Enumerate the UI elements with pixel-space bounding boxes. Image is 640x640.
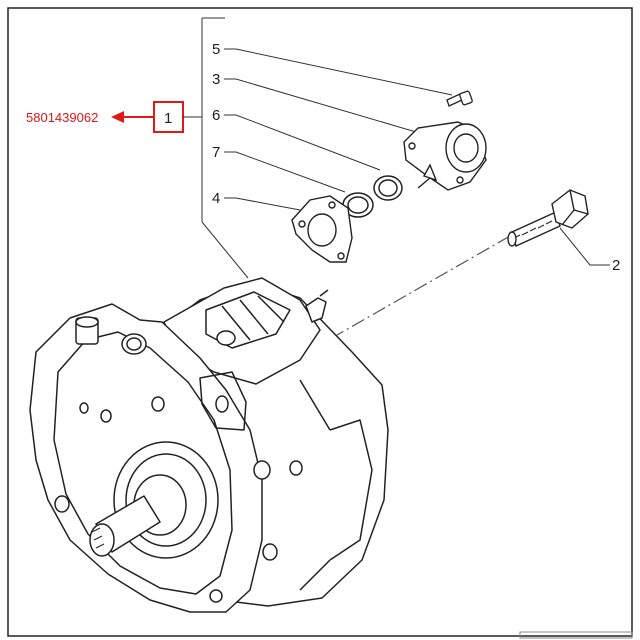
hex-bolt-icon — [507, 189, 589, 247]
callout-5[interactable]: 5 — [212, 41, 220, 58]
callout-3[interactable]: 3 — [212, 71, 220, 88]
callout-bracket — [183, 17, 249, 279]
red-arrow-icon — [111, 111, 154, 123]
part-number-label[interactable]: 5801439062 — [26, 110, 98, 125]
callout-7[interactable]: 7 — [212, 144, 220, 161]
callout-4[interactable]: 4 — [212, 190, 220, 207]
gasket-flange-icon — [291, 195, 353, 263]
pressure-regulator-icon — [403, 121, 487, 191]
diagram-frame — [7, 7, 633, 637]
high-pressure-pump-icon — [29, 277, 389, 613]
o-ring-large-icon — [373, 175, 403, 201]
bolt-small-icon — [446, 90, 473, 107]
leader-lines — [224, 48, 610, 266]
callout-2[interactable]: 2 — [612, 257, 620, 274]
callout-6[interactable]: 6 — [212, 107, 220, 124]
main-callout-box — [153, 101, 184, 133]
main-callout-number[interactable]: 1 — [164, 110, 172, 127]
corner-tab-icon — [519, 631, 633, 639]
